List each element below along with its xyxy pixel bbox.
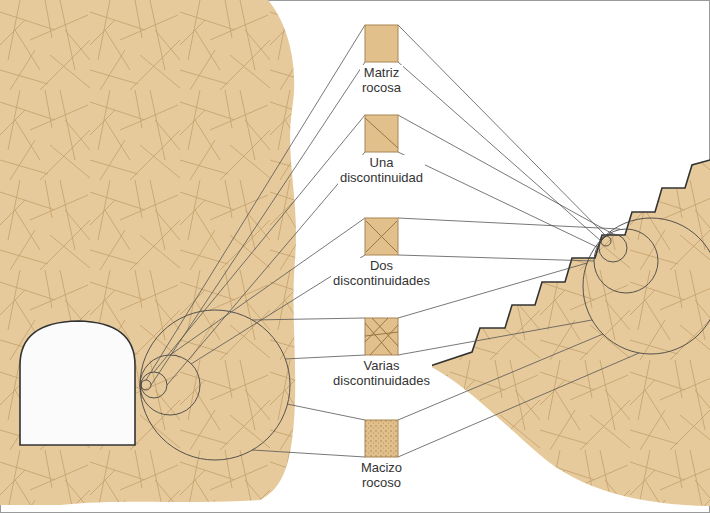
sample-label: Dos discontinuidades <box>331 258 432 288</box>
bench-steps <box>430 160 710 366</box>
rock-sample-box: Dos discontinuidades <box>331 218 432 288</box>
sample-square-area <box>365 218 398 255</box>
sample-label: Varias discontinuidades <box>331 358 432 388</box>
leader-lines <box>146 25 639 457</box>
rock-sample-box: Matriz rocosa <box>360 25 403 95</box>
sample-square-area <box>365 420 398 457</box>
scale-circles <box>140 218 710 460</box>
rock-sample-box: Macizo rocoso <box>359 420 404 490</box>
sample-square-area <box>365 115 398 152</box>
sample-label: Una discontinuidad <box>338 155 425 185</box>
sample-square-area <box>365 318 398 355</box>
rock-sample-box: Una discontinuidad <box>338 115 425 185</box>
rock-slope <box>430 160 710 506</box>
discontinuity-lines <box>365 118 398 355</box>
sample-label: Macizo rocoso <box>359 460 404 490</box>
sample-label: Matriz rocosa <box>360 65 403 95</box>
sample-square-area <box>365 25 398 62</box>
rock-sample-box: Varias discontinuidades <box>331 318 432 388</box>
tunnel <box>20 321 135 445</box>
